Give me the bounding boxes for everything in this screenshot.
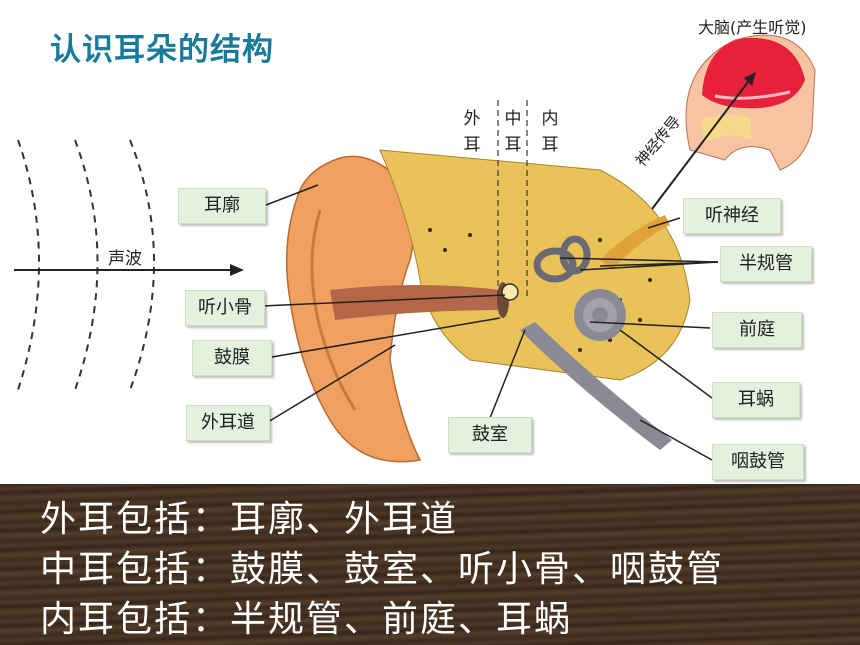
eardrum-label: 鼓膜	[192, 340, 272, 376]
inner-ear-top-label: 内 耳	[540, 106, 560, 158]
sound-wave-label: 声波	[108, 249, 142, 269]
ossicles-shape	[501, 283, 519, 301]
page-title: 认识耳朵的结构	[50, 32, 274, 68]
eustachian-label: 咽鼓管	[712, 444, 804, 480]
brain-shape	[702, 37, 805, 109]
summary-outer-ear: 外耳包括：耳廓、外耳道	[40, 499, 459, 540]
ossicles-label: 听小骨	[185, 290, 265, 326]
ear-canal-shape	[330, 285, 500, 320]
sound-waves	[17, 139, 155, 391]
middle-ear-char-2: 耳	[504, 135, 522, 155]
inner-ear-char-2: 耳	[541, 135, 559, 155]
semicircular-canals-shape	[533, 235, 591, 283]
head-illustration	[685, 34, 816, 171]
summary-panel: 外耳包括：耳廓、外耳道 中耳包括：鼓膜、鼓室、听小骨、咽鼓管 内耳包括：半规管、…	[0, 484, 860, 645]
cochlea-label: 耳蜗	[712, 382, 800, 418]
ear-structure-diagram	[14, 34, 816, 463]
brain-label: 大脑(产生听觉)	[698, 18, 807, 37]
division-lines	[497, 100, 528, 300]
auricle-label: 耳廓	[178, 188, 266, 224]
tympanic-cavity-label: 鼓室	[448, 417, 532, 453]
cochlea-shape	[574, 289, 626, 341]
leader-lines	[261, 184, 719, 461]
summary-middle-ear: 中耳包括：鼓膜、鼓室、听小骨、咽鼓管	[40, 549, 725, 590]
middle-ear-top-label: 中 耳	[503, 106, 523, 158]
outer-ear-char-2: 耳	[463, 135, 481, 155]
auditory-nerve-shape	[600, 215, 670, 270]
middle-ear-char-1: 中	[504, 109, 522, 129]
semicircular-label: 半规管	[720, 246, 812, 282]
summary-inner-ear: 内耳包括：半规管、前庭、耳蜗	[40, 599, 573, 640]
outer-ear-top-label: 外 耳	[462, 106, 482, 158]
vestibule-label: 前庭	[712, 312, 802, 348]
inner-ear-char-1: 内	[541, 109, 559, 129]
eustachian-tube-shape	[520, 322, 672, 450]
outer-ear-char-1: 外	[463, 109, 481, 129]
auditory-nerve-label: 听神经	[683, 198, 781, 234]
ear-canal-label: 外耳道	[186, 405, 270, 441]
